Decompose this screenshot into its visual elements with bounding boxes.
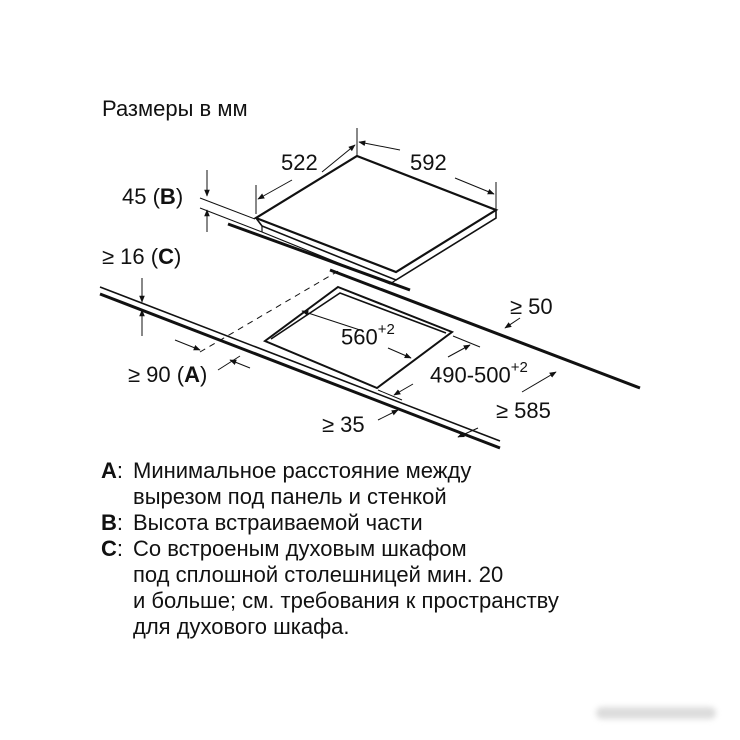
worktop-front-edge [99, 286, 501, 450]
front-gap-label: ≥ 35 [322, 412, 365, 437]
hob-dimension-lines [255, 128, 497, 214]
cutout-depth-label: 490-500+2 [430, 359, 528, 388]
cutout-outline [262, 285, 455, 390]
diagram-title: Размеры в мм [102, 96, 248, 121]
back-gap-label: ≥ 50 [510, 294, 553, 319]
hob-outline [253, 154, 499, 285]
legend-item-b: B: Высота встраиваемой части [101, 510, 423, 535]
height-b-markers [199, 170, 263, 233]
watermark [596, 707, 716, 719]
hob-depth-label: 522 [281, 150, 318, 175]
wall-a-label: ≥ 90 (A) [128, 362, 208, 387]
height-b-label: 45 (B) [122, 184, 184, 209]
worktop-back-edge [329, 268, 641, 390]
hob-width-label: 592 [410, 150, 447, 175]
worktop-c-label: ≥ 16 (C) [102, 244, 182, 269]
cutout-width-label: 560+2 [341, 321, 395, 350]
worktop-depth-label: ≥ 585 [496, 398, 551, 423]
